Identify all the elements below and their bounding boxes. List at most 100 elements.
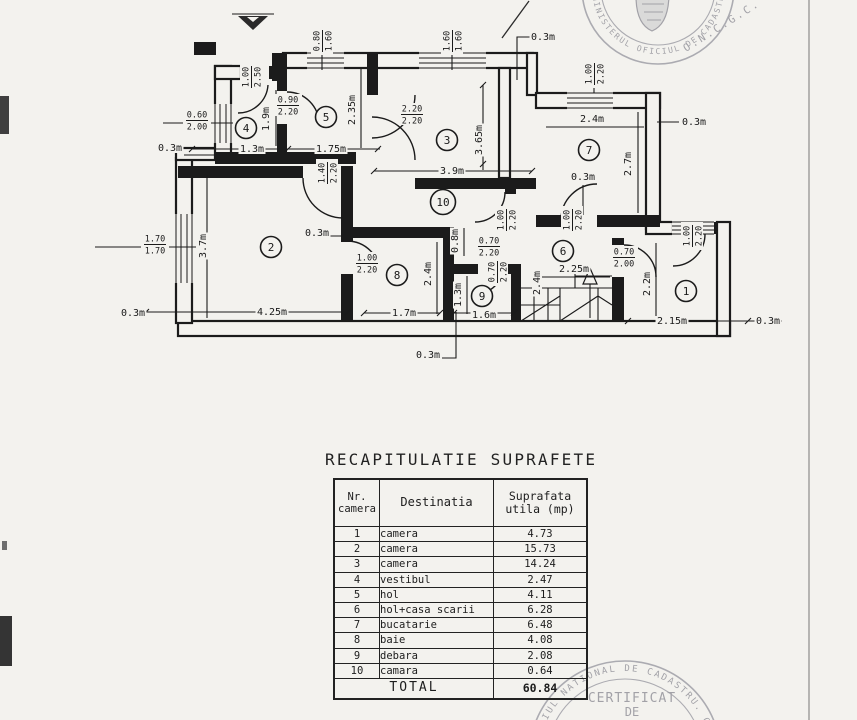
svg-text:1.40: 1.40 [318,163,328,183]
stairs-icon [520,264,613,322]
svg-text:0.70: 0.70 [479,237,499,247]
svg-text:0.90: 0.90 [278,96,298,106]
svg-text:0.3m: 0.3m [121,308,145,319]
svg-text:1.6m: 1.6m [472,310,496,321]
svg-text:2.20: 2.20 [357,266,377,276]
dim-label: 0.3m [303,228,331,239]
svg-text:2.00: 2.00 [614,260,634,270]
svg-text:2.20: 2.20 [500,262,510,282]
svg-text:1.00: 1.00 [242,67,252,87]
cell-sup: 2.47 [493,571,588,588]
cell-dest: camera [379,541,494,558]
svg-text:1.00: 1.00 [683,226,693,246]
svg-text:0.3m: 0.3m [571,172,595,183]
svg-text:2.35m: 2.35m [347,95,358,125]
door-size-label: 0.70 2.00 [610,246,638,270]
cell-sup: 15.73 [493,541,588,558]
svg-text:1.70: 1.70 [145,247,165,257]
cell-nr: 1 [333,525,380,543]
svg-text:8: 8 [394,269,401,282]
svg-text:1.60: 1.60 [443,31,453,51]
room-number-4: 4 [234,116,258,140]
cell-dest: hol [379,586,494,603]
room-number-8: 8 [385,263,409,287]
window-icon [174,214,194,283]
cell-nr: 7 [333,617,380,634]
dim-label: 0.3m [529,32,557,43]
svg-text:0.70: 0.70 [614,248,634,258]
total-label: TOTAL [333,677,494,700]
dim-label: 1.75m [314,144,348,155]
cell-nr: 5 [333,586,380,603]
window-icon [567,91,613,110]
doors [237,84,706,294]
svg-text:2.20: 2.20 [479,249,499,259]
dim-label: 1.9m [261,105,272,133]
svg-text:2.20: 2.20 [575,210,585,230]
room-number-5: 5 [314,105,338,129]
cell-sup: 4.08 [493,632,588,649]
svg-text:0.8m: 0.8m [450,229,461,253]
interior-walls [178,53,660,321]
cell-nr: 9 [333,647,380,664]
svg-text:1.00: 1.00 [563,210,573,230]
svg-text:1.60: 1.60 [325,31,335,51]
svg-text:4: 4 [243,122,250,135]
room-number-7: 7 [577,138,601,162]
svg-text:2.00: 2.00 [187,123,207,133]
room-number-9: 9 [470,284,494,308]
north-arrow-icon [232,13,274,30]
door-size-label: 0.902.20 [274,94,302,118]
svg-text:2.20: 2.20 [402,117,422,127]
dim-label: 0.3m [414,350,442,361]
svg-text:3.65m: 3.65m [474,125,485,155]
svg-text:2.20: 2.20 [597,64,607,84]
room-number-10: 10 [429,188,457,216]
svg-text:0.3m: 0.3m [158,143,182,154]
door-arc-icon [302,177,344,219]
svg-text:2.2m: 2.2m [642,272,653,296]
svg-text:1.00: 1.00 [497,210,507,230]
svg-text:6: 6 [560,245,567,258]
cell-nr: 10 [333,662,380,679]
cell-dest: debara [379,647,494,664]
dim-label: 1.7m [390,308,418,319]
svg-text:2.25m: 2.25m [559,264,589,275]
table-title: RECAPITULATIE SUPRAFETE [325,450,598,469]
svg-text:2.4m: 2.4m [532,271,543,295]
svg-text:5: 5 [323,111,330,124]
svg-text:0.3m: 0.3m [416,350,440,361]
scan-artifacts [0,0,810,720]
cell-dest: baie [379,632,494,649]
cell-sup: 4.11 [493,586,588,603]
svg-text:0.60: 0.60 [187,111,207,121]
svg-text:3.7m: 3.7m [198,234,209,258]
svg-text:0.3m: 0.3m [756,316,780,327]
ministry-round-stamp-icon: MINISTERUL OFICIUL DE CADASTRU O.N.C.G.C… [582,0,762,65]
svg-text:2.20: 2.20 [330,163,340,183]
cell-sup: 6.28 [493,601,588,619]
svg-text:1.00: 1.00 [585,64,595,84]
cell-nr: 8 [333,632,380,649]
svg-text:2.7m: 2.7m [623,152,634,176]
dim-label: 2.4m [578,114,606,125]
svg-text:2.15m: 2.15m [657,316,687,327]
dim-label: 2.15m [655,316,689,327]
svg-text:4.25m: 4.25m [257,307,287,318]
svg-text:2.4m: 2.4m [423,262,434,286]
door-arc-icon [672,233,706,267]
cell-sup: 4.73 [493,525,588,543]
